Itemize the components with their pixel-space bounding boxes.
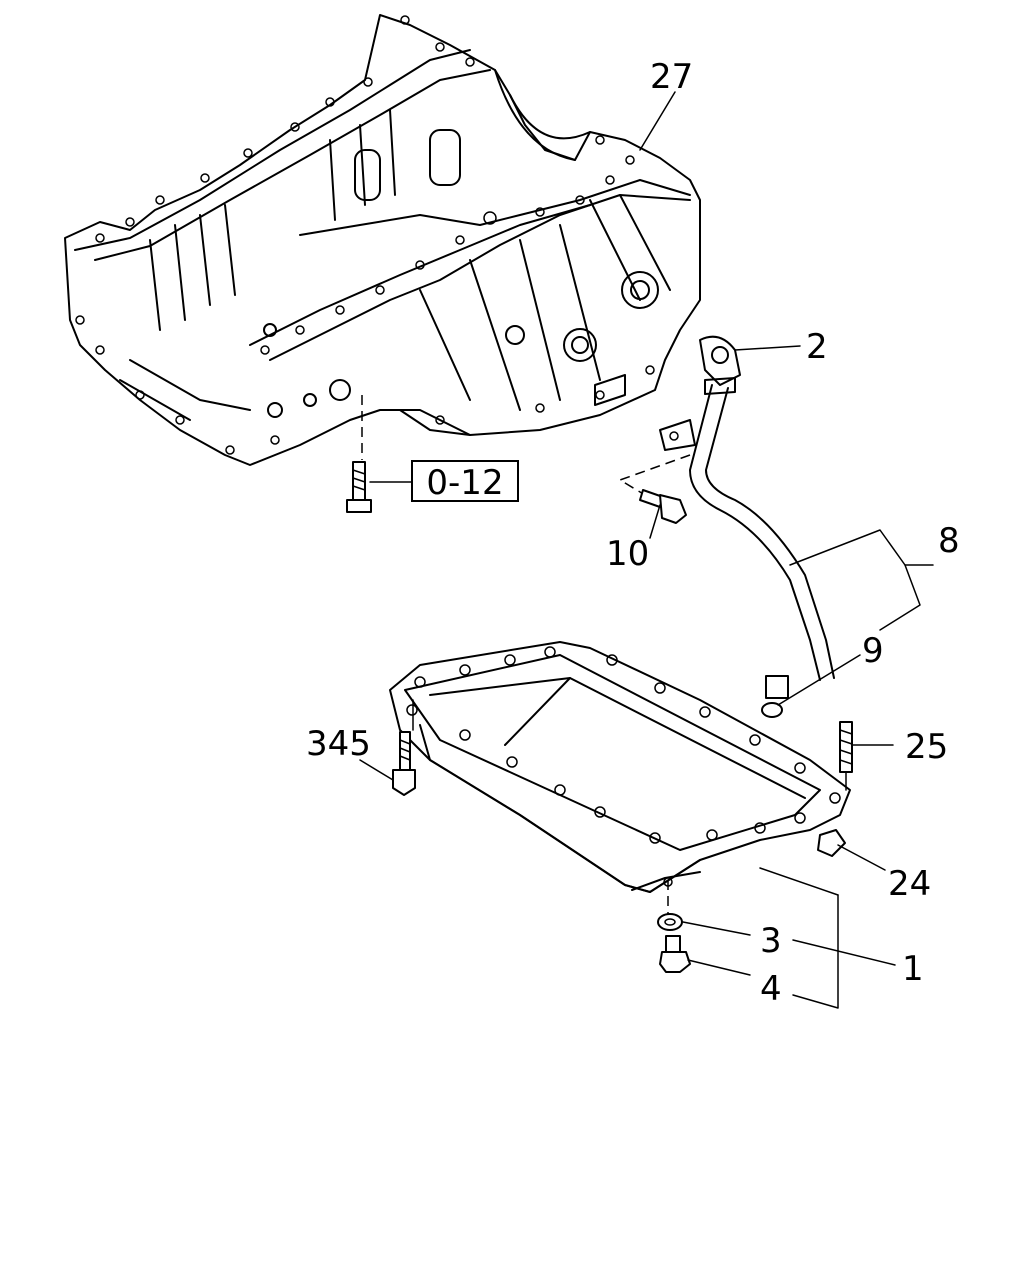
callout-8: 8 xyxy=(938,521,960,561)
oil-pan-bolt-holes xyxy=(406,646,841,887)
callout-3: 3 xyxy=(760,921,782,961)
callout-labels: 27 2 8 9 10 25 24 345 3 1 4 xyxy=(306,57,960,1009)
callout-345: 345 xyxy=(306,724,371,764)
callout-9: 9 xyxy=(862,631,884,671)
callout-2: 2 xyxy=(806,327,828,367)
dipstick-bolt-alignment-line xyxy=(618,454,691,496)
oil-pan-drawing xyxy=(389,641,851,893)
stud-drawing xyxy=(839,721,853,791)
callout-4: 4 xyxy=(760,969,782,1009)
callout-25: 25 xyxy=(905,727,948,767)
lower-crankcase-drawing xyxy=(64,14,701,466)
nut-drawing xyxy=(817,829,846,857)
callout-10: 10 xyxy=(606,534,649,574)
reference-box xyxy=(411,460,519,502)
crankcase-bolt-drawing xyxy=(346,461,372,513)
drain-plug-washer xyxy=(657,913,683,931)
dipstick-bolt-drawing xyxy=(639,489,687,524)
callout-1: 1 xyxy=(902,949,924,989)
drain-plug-drawing xyxy=(659,935,691,973)
dipstick-guide-tube xyxy=(659,335,835,699)
leader-lines xyxy=(359,91,934,1009)
o-ring xyxy=(761,702,783,718)
oil-pan-bolt-drawing xyxy=(392,699,416,796)
callout-24: 24 xyxy=(888,864,931,904)
callout-27: 27 xyxy=(650,57,693,97)
reference-box-label: 0-12 xyxy=(426,463,503,503)
flange-bolt-holes xyxy=(75,15,655,455)
